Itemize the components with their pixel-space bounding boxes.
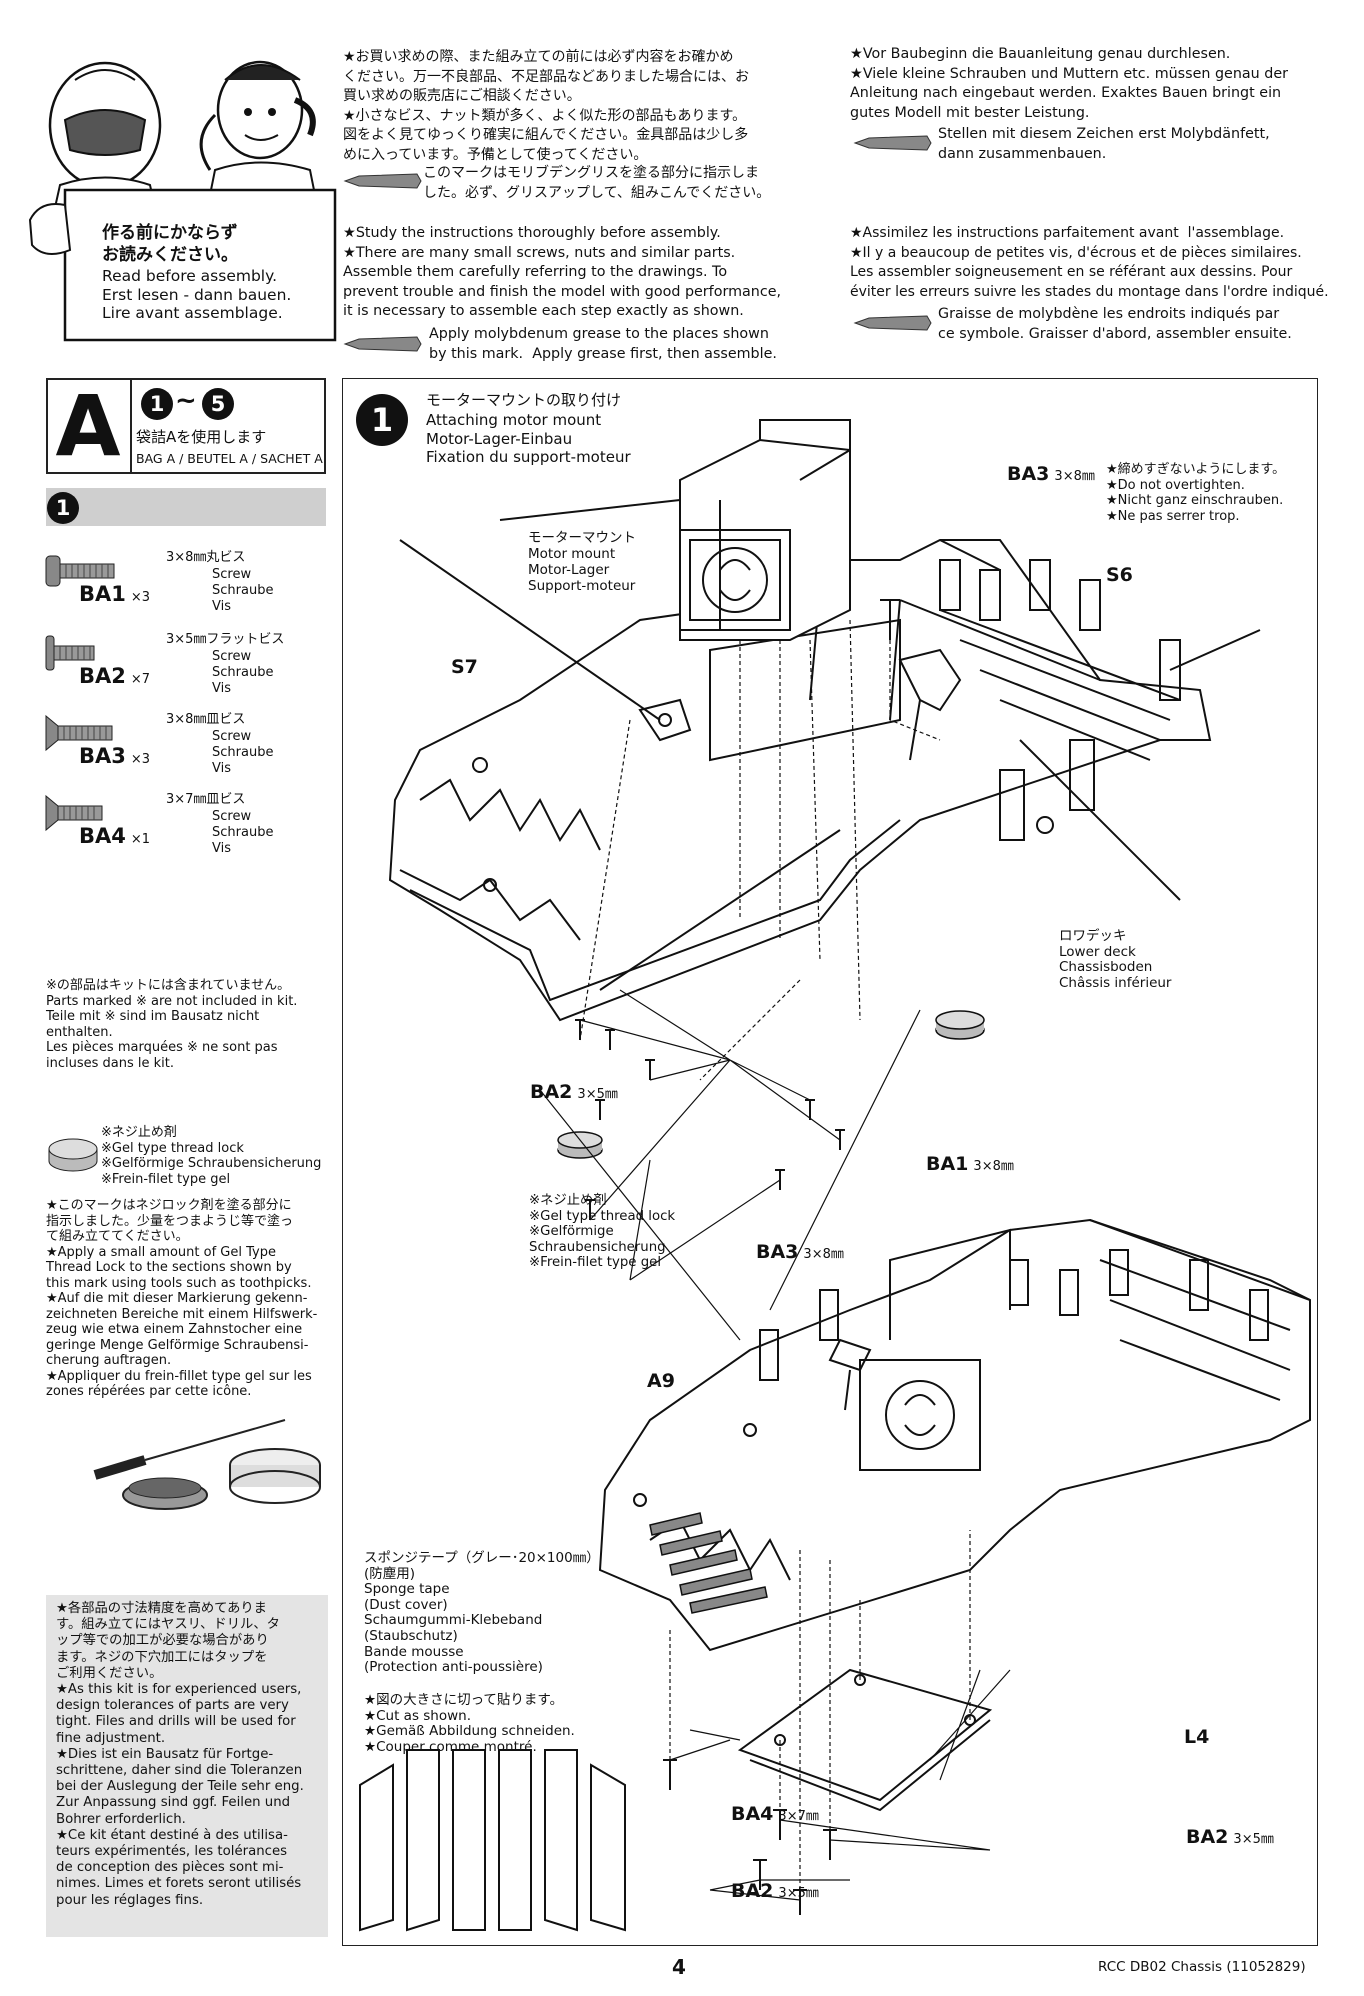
- step1-title: Attaching motor mount Motor-Lager-Einbau…: [426, 411, 631, 466]
- sign-multilingual-text: Read before assembly. Erst lesen - dann …: [102, 267, 292, 322]
- step-range-start-badge: 1: [141, 388, 173, 420]
- japanese-notice: ★お買い求めの際、また組み立ての前には必ず内容をお確かめ ください。万一不良部品…: [343, 49, 749, 163]
- german-notice: ★Vor Baubeginn die Bauanleitung genau du…: [850, 46, 1289, 121]
- sponge-tape-label: スポンジテープ（グレー･20×100㎜） (防塵用) Sponge tape (…: [364, 1550, 600, 1676]
- part-item-ba4: BA4 ×1 3×7㎜皿ビス Screw Schraube Vis: [45, 790, 331, 862]
- part-item-ba3: BA3 ×3 3×8㎜皿ビス Screw Schraube Vis: [45, 710, 331, 782]
- bag-multilingual-label: BAG A / BEUTEL A / SACHET A: [136, 451, 323, 466]
- part-desc: Screw Schraube Vis: [212, 649, 274, 696]
- part-code: BA3: [79, 744, 126, 768]
- step1-badge: 1: [356, 394, 408, 446]
- s7-label: S7: [451, 656, 478, 678]
- bag-letter: A: [46, 378, 132, 474]
- page-number: 4: [672, 1955, 686, 1979]
- english-notice: ★Study the instructions thoroughly befor…: [343, 225, 782, 320]
- part-desc: Screw Schraube Vis: [212, 809, 274, 856]
- round-head-screw-icon: [45, 555, 115, 587]
- mechanics-illustration: [20, 20, 340, 350]
- motor-mount-label: モーターマウント Motor mount Motor-Lager Support…: [528, 530, 636, 594]
- thread-lock-label: ※ネジ止め剤 ※Gel type thread lock ※Gelförmige…: [101, 1125, 322, 1187]
- model-code: RCC DB02 Chassis (11052829): [1098, 1959, 1306, 1975]
- step-header-band: [46, 488, 326, 526]
- part-desc-jp: 3×5㎜フラットビス: [166, 632, 285, 647]
- l4-label: L4: [1184, 1726, 1210, 1748]
- part-qty: ×1: [130, 832, 151, 847]
- part-desc: Screw Schraube Vis: [212, 567, 274, 614]
- step-range-tilde: ~: [175, 386, 197, 416]
- a9-label: A9: [647, 1370, 675, 1392]
- countersunk-screw-icon: [45, 794, 103, 832]
- not-included-note: ※の部品はキットには含まれていません。 Parts marked ※ are n…: [46, 978, 298, 1071]
- experienced-users-text: ★各部品の寸法精度を高めてありま す。組み立てにはヤスリ、ドリル、タ ップ等での…: [56, 1601, 304, 1908]
- overtighten-warning: ★締めすぎないようにします。 ★Do not overtighten. ★Nic…: [1106, 462, 1286, 524]
- flat-head-screw-icon: [45, 635, 95, 671]
- part-code: BA1: [79, 582, 126, 606]
- german-grease-note: Stellen mit diesem Zeichen erst Molybdän…: [938, 126, 1270, 162]
- part-desc-jp: 3×8㎜丸ビス: [166, 550, 246, 565]
- step1-panel: [342, 378, 1318, 1946]
- part-desc-jp: 3×8㎜皿ビス: [166, 712, 246, 727]
- japanese-grease-note: このマークはモリブデングリスを塗る部分に指示しま した。必ず、グリスアップして、…: [423, 165, 771, 201]
- part-qty: ×3: [130, 752, 151, 767]
- part-desc-jp: 3×7㎜皿ビス: [166, 792, 246, 807]
- french-notice: ★Assimilez les instructions parfaitement…: [850, 225, 1329, 300]
- part-qty: ×3: [130, 590, 151, 605]
- bag-box: [46, 378, 326, 474]
- step-range-end-badge: 5: [202, 388, 234, 420]
- s6-label: S6: [1106, 564, 1133, 586]
- sign-japanese-text: 作る前にかならず お読みください。: [102, 223, 238, 265]
- english-grease-note: Apply molybdenum grease to the places sh…: [429, 326, 777, 362]
- part-qty: ×7: [130, 672, 151, 687]
- part-desc: Screw Schraube Vis: [212, 729, 274, 776]
- part-item-ba2: BA2 ×7 3×5㎜フラットビス Screw Schraube Vis: [45, 630, 331, 702]
- experienced-users-box: [46, 1595, 328, 1937]
- gel-lock-label: ※ネジ止め剤 ※Gel type thread lock ※Gelförmige…: [529, 1193, 676, 1270]
- part-code: BA2: [79, 664, 126, 688]
- step-header-badge: 1: [47, 492, 79, 524]
- part-item-ba1: BA1 ×3 3×8㎜丸ビス Screw Schraube Vis: [45, 548, 331, 620]
- step1-title-japanese: モーターマウントの取り付け: [426, 391, 622, 409]
- french-grease-note: Graisse de molybdène les endroits indiqu…: [938, 306, 1292, 342]
- thread-lock-instructions: ★このマークはネジロック剤を塗る部分に 指示しました。少量をつまようじ等で塗っ …: [46, 1198, 318, 1399]
- part-code: BA4: [79, 824, 126, 848]
- countersunk-screw-icon: [45, 714, 113, 752]
- lower-deck-label: ロワデッキ Lower deck Chassisboden Châssis in…: [1059, 928, 1172, 991]
- bag-japanese-label: 袋詰Aを使用します: [136, 428, 267, 446]
- cut-instruction: ★図の大きさに切って貼ります。 ★Cut as shown. ★Gemäß Ab…: [364, 1692, 575, 1755]
